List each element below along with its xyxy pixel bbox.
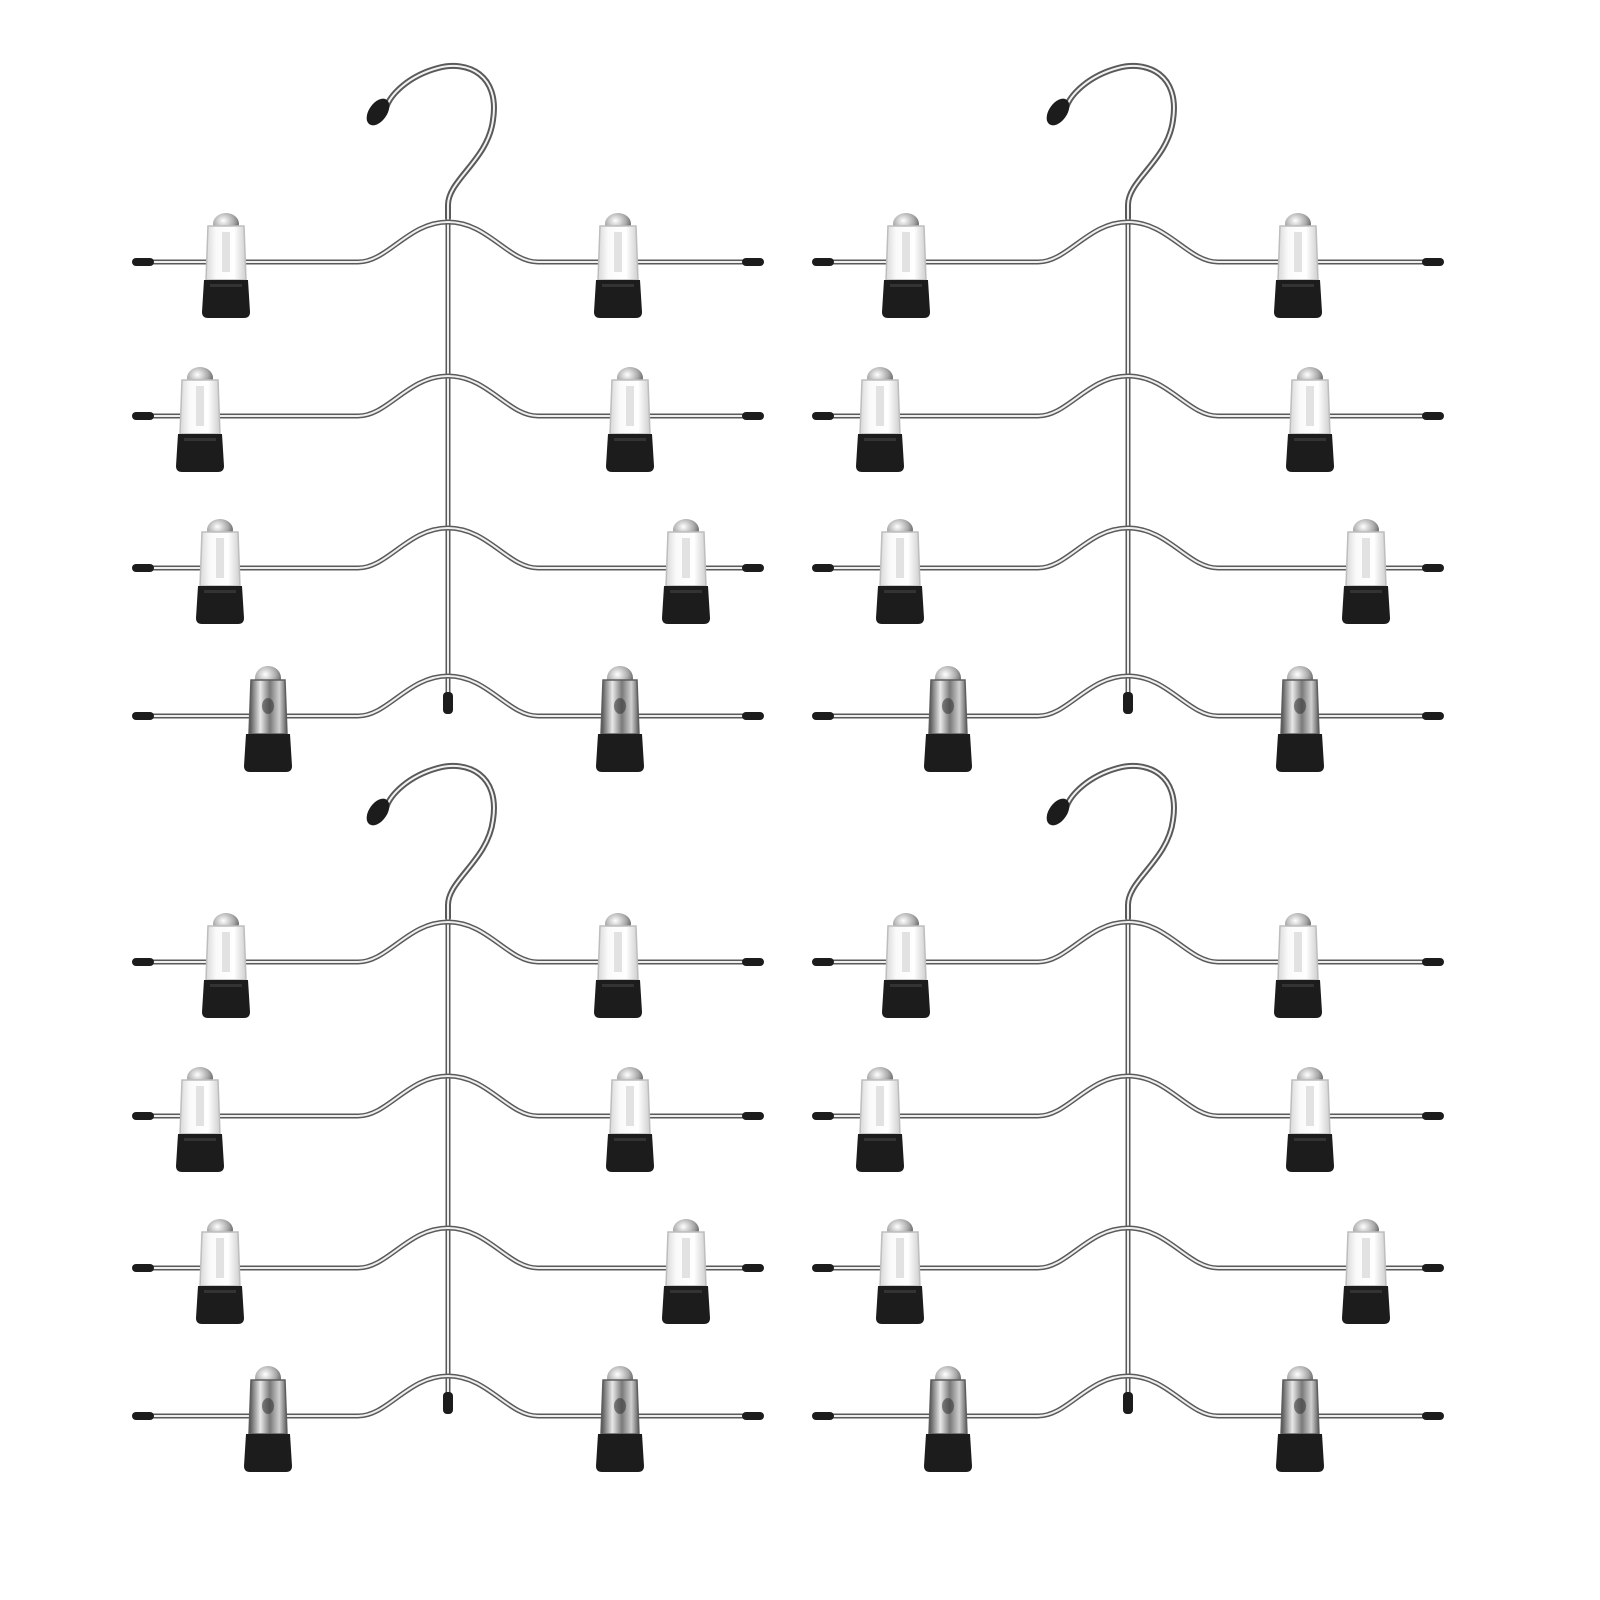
hook-tip-cap: [366, 98, 390, 126]
hook-tip-cap: [366, 798, 390, 826]
clip-right: [1275, 1365, 1325, 1473]
clip-left: [243, 665, 293, 773]
spine-end-cap: [443, 692, 453, 714]
clip-left: [923, 665, 973, 773]
clip-left: [195, 1218, 245, 1325]
hook-tip-cap: [1046, 98, 1070, 126]
clip-right: [1341, 1218, 1391, 1325]
clip-left: [855, 1066, 905, 1173]
clip-right: [595, 665, 645, 773]
clip-right: [605, 1066, 655, 1173]
spine-end-cap: [1123, 692, 1133, 714]
clip-right: [1273, 212, 1323, 319]
hook: [383, 62, 497, 221]
clip-right: [593, 212, 643, 319]
clip-right: [595, 1365, 645, 1473]
clip-left: [195, 518, 245, 625]
clip-left: [875, 1218, 925, 1325]
clip-left: [175, 366, 225, 473]
clip-right: [1285, 366, 1335, 473]
clip-left: [201, 912, 251, 1019]
clip-right: [593, 912, 643, 1019]
clip-right: [1341, 518, 1391, 625]
clip-left: [923, 1365, 973, 1473]
hanger-1: [132, 62, 764, 773]
spine-end-cap: [1123, 1392, 1133, 1414]
hook-tip-cap: [1046, 798, 1070, 826]
hook: [383, 762, 497, 921]
clip-right: [1275, 665, 1325, 773]
hanger-2: [812, 62, 1444, 773]
clip-right: [1273, 912, 1323, 1019]
clip-right: [1285, 1066, 1335, 1173]
clip-left: [201, 212, 251, 319]
clip-left: [875, 518, 925, 625]
clip-left: [175, 1066, 225, 1173]
hook: [1063, 62, 1177, 221]
clip-right: [661, 518, 711, 625]
clip-left: [243, 1365, 293, 1473]
hanger-4: [812, 762, 1444, 1473]
clip-right: [605, 366, 655, 473]
clip-left: [881, 912, 931, 1019]
clip-left: [881, 212, 931, 319]
hanger-3: [132, 762, 764, 1473]
clip-right: [661, 1218, 711, 1325]
spine-end-cap: [443, 1392, 453, 1414]
hook: [1063, 762, 1177, 921]
clip-left: [855, 366, 905, 473]
